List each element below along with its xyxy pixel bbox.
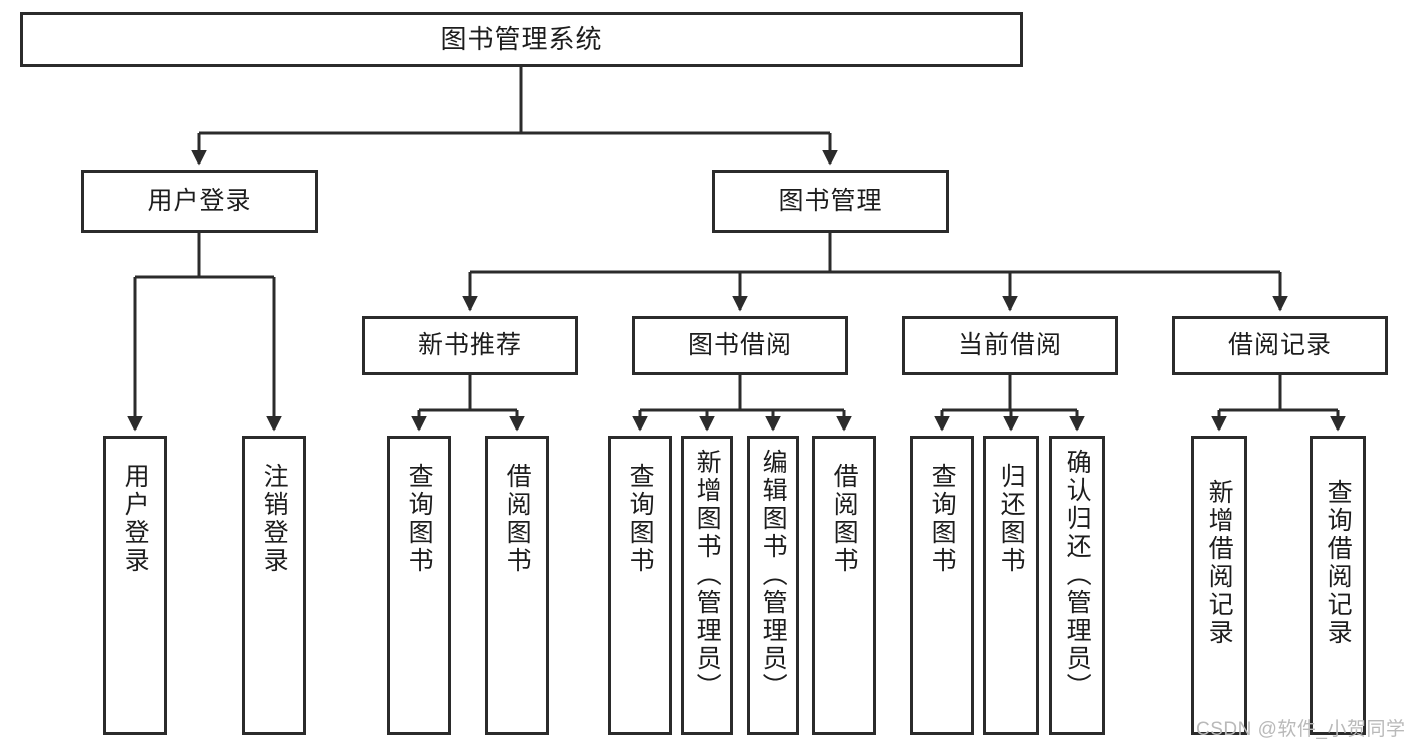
node-label: 借阅记录 [1227, 330, 1332, 359]
node-label: 用户登录 [121, 463, 150, 575]
leaf-query-book-current[interactable]: 查询图书 [910, 436, 974, 735]
leaf-query-book-borrow[interactable]: 查询图书 [608, 436, 672, 735]
node-label: 当前借阅 [957, 330, 1062, 359]
node-label: 确认归还（管理员） [1063, 449, 1092, 701]
leaf-add-book-admin[interactable]: 新增图书（管理员） [681, 436, 733, 735]
node-label: 查询借阅记录 [1324, 479, 1353, 647]
node-label: 图书借阅 [687, 330, 792, 359]
leaf-confirm-return-admin[interactable]: 确认归还（管理员） [1049, 436, 1105, 735]
node-label: 图书管理系统 [440, 24, 603, 55]
node-label: 用户登录 [147, 186, 252, 215]
node-label: 图书管理 [778, 186, 883, 215]
node-label: 查询图书 [928, 463, 957, 575]
node-book-borrow[interactable]: 图书借阅 [632, 316, 848, 375]
leaf-borrow-book-borrow[interactable]: 借阅图书 [812, 436, 876, 735]
node-label: 归还图书 [997, 463, 1026, 575]
node-new-book-recommend[interactable]: 新书推荐 [362, 316, 578, 375]
node-label: 新书推荐 [417, 330, 522, 359]
node-label: 新增图书（管理员） [693, 449, 722, 701]
node-user-login[interactable]: 用户登录 [81, 170, 318, 233]
leaf-edit-book-admin[interactable]: 编辑图书（管理员） [747, 436, 799, 735]
leaf-query-borrow-record[interactable]: 查询借阅记录 [1310, 436, 1366, 735]
leaf-user-logout[interactable]: 注销登录 [242, 436, 306, 735]
node-book-manage[interactable]: 图书管理 [712, 170, 949, 233]
node-current-borrow[interactable]: 当前借阅 [902, 316, 1118, 375]
node-label: 借阅图书 [830, 463, 859, 575]
node-root-system[interactable]: 图书管理系统 [20, 12, 1023, 67]
node-label: 编辑图书（管理员） [759, 449, 788, 701]
node-label: 借阅图书 [503, 463, 532, 575]
leaf-query-book-recommend[interactable]: 查询图书 [387, 436, 451, 735]
node-label: 查询图书 [626, 463, 655, 575]
node-label: 新增借阅记录 [1205, 479, 1234, 647]
node-borrow-record[interactable]: 借阅记录 [1172, 316, 1388, 375]
leaf-user-login[interactable]: 用户登录 [103, 436, 167, 735]
node-label: 查询图书 [405, 463, 434, 575]
csdn-watermark: CSDN @软件_小贺同学 [1196, 719, 1405, 740]
leaf-return-book[interactable]: 归还图书 [983, 436, 1039, 735]
node-label: 注销登录 [260, 463, 289, 575]
leaf-borrow-book-recommend[interactable]: 借阅图书 [485, 436, 549, 735]
leaf-add-borrow-record[interactable]: 新增借阅记录 [1191, 436, 1247, 735]
